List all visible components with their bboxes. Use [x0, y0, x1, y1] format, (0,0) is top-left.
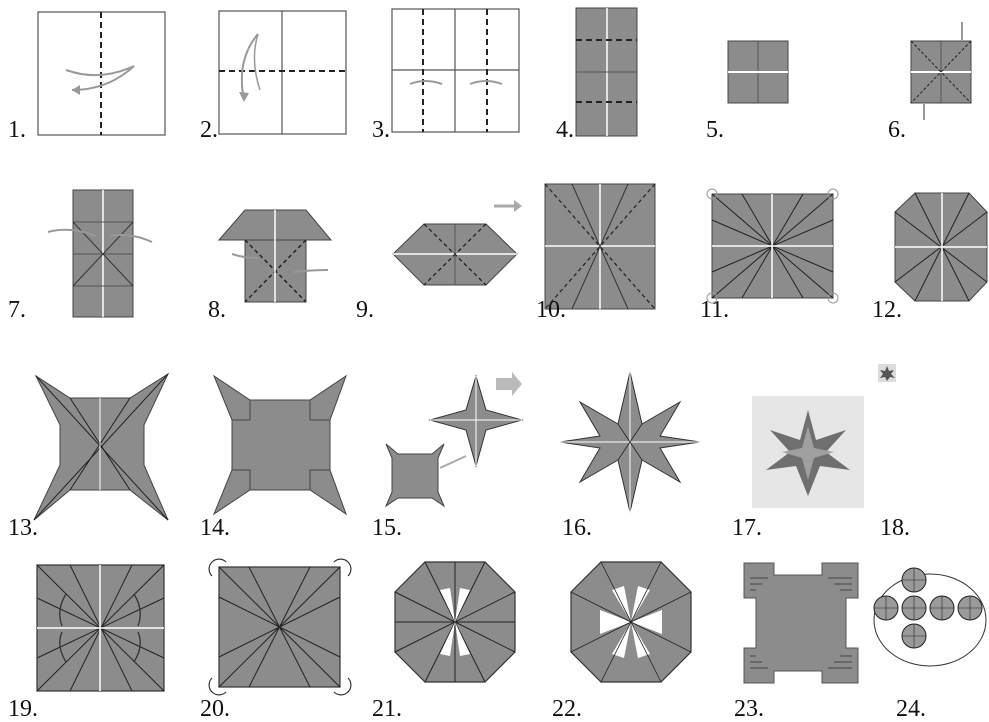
step-number: 24.: [896, 697, 926, 721]
